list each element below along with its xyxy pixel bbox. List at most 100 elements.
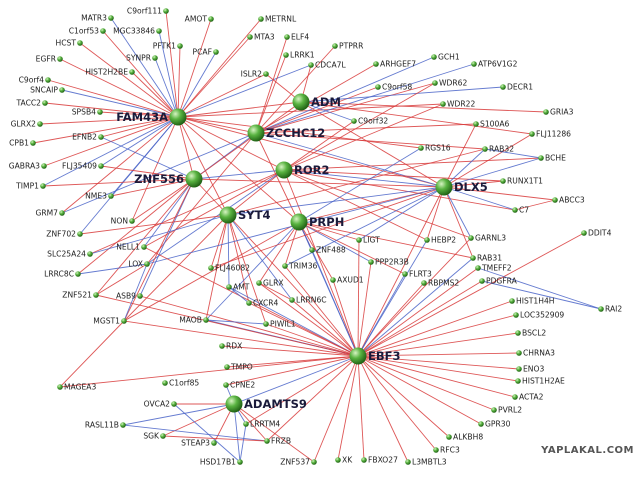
node-rfc3[interactable] [433,447,439,453]
node-mgc33846[interactable] [156,28,162,34]
node-c9orf111[interactable] [163,8,169,14]
node-hcst[interactable] [77,40,83,46]
node-nme3[interactable] [108,193,114,199]
node-cxcr4[interactable] [246,300,252,306]
node-rbpms2[interactable] [421,280,427,286]
node-lrrtm4[interactable] [243,421,249,427]
node-loc352909[interactable] [513,312,519,318]
hub-node-znf556[interactable] [185,170,203,188]
node-znf521[interactable] [93,292,99,298]
node-gabra3[interactable] [41,163,47,169]
node-steap3[interactable] [211,440,217,446]
node-non[interactable] [129,218,135,224]
node-piwil1[interactable] [263,321,269,327]
node-ppp2r3b[interactable] [368,259,374,265]
node-hist2h2be[interactable] [129,69,135,75]
hub-node-ror2[interactable] [275,161,293,179]
node-rdx[interactable] [219,343,225,349]
node-gpr30[interactable] [478,421,484,427]
node-c9orf58[interactable] [375,84,381,90]
node-atp6v1g2[interactable] [471,61,477,67]
node-synpr[interactable] [152,55,158,61]
node-metrnl[interactable] [258,16,264,22]
node-rab32[interactable] [482,146,488,152]
node-rab31[interactable] [470,255,476,261]
node-l3mbtl3[interactable] [405,459,411,465]
node-flj46082[interactable] [208,265,214,271]
node-tacc2[interactable] [42,100,48,106]
node-glrx[interactable] [256,280,262,286]
node-pvrl2[interactable] [491,407,497,413]
node-flj11286[interactable] [529,131,535,137]
node-nell1[interactable] [141,244,147,250]
node-magea3[interactable] [57,384,63,390]
node-cdca7l[interactable] [308,62,314,68]
node-tmpo[interactable] [224,364,230,370]
node-alkbh8[interactable] [446,434,452,440]
node-chrna3[interactable] [516,350,522,356]
node-ligt[interactable] [356,237,362,243]
node-decr1[interactable] [500,84,506,90]
hub-node-fam43a[interactable] [169,108,187,126]
node-wdr22[interactable] [440,101,446,107]
node-cpne2[interactable] [223,382,229,388]
node-xk[interactable] [335,457,341,463]
node-fbxo27[interactable] [361,457,367,463]
node-garnl3[interactable] [468,235,474,241]
node-amot[interactable] [208,16,214,22]
node-c1orf85[interactable] [162,380,168,386]
hub-node-ebf3[interactable] [349,347,367,365]
node-sgk[interactable] [160,433,166,439]
node-znf702[interactable] [77,231,83,237]
node-ovca2[interactable] [171,401,177,407]
node-hebp2[interactable] [424,237,430,243]
hub-node-prph[interactable] [290,213,308,231]
hub-node-adamts9[interactable] [225,395,243,413]
node-wdr62[interactable] [432,80,438,86]
node-lrrk1[interactable] [283,52,289,58]
node-znf537[interactable] [311,459,317,465]
node-gria3[interactable] [543,109,549,115]
node-flj35409[interactable] [98,163,104,169]
node-flrt3[interactable] [402,271,408,277]
node-arhgef7[interactable] [373,61,379,67]
node-rgs16[interactable] [418,145,424,151]
node-lrrn6c[interactable] [289,297,295,303]
node-lrrc8c[interactable] [75,271,81,277]
node-asb9[interactable] [137,293,143,299]
node-eno3[interactable] [516,366,522,372]
node-maob[interactable] [203,317,209,323]
node-c9orf4[interactable] [45,77,51,83]
node-glrx2[interactable] [37,121,43,127]
node-c1orf53[interactable] [100,28,106,34]
node-hist1h2ae[interactable] [515,378,521,384]
node-c9orf32[interactable] [351,118,357,124]
node-s100a6[interactable] [473,121,479,127]
node-amt[interactable] [226,284,232,290]
node-slc25a24[interactable] [87,251,93,257]
node-elf4[interactable] [284,34,290,40]
node-timp1[interactable] [40,183,46,189]
node-acta2[interactable] [512,394,518,400]
node-abcc3[interactable] [552,197,558,203]
node-hist1h4h[interactable] [509,298,515,304]
node-axud1[interactable] [330,277,336,283]
hub-node-dlx5[interactable] [435,178,453,196]
node-runx1t1[interactable] [500,178,506,184]
node-frzb[interactable] [264,438,270,444]
node-bscl2[interactable] [515,330,521,336]
node-c7[interactable] [512,207,518,213]
node-rasl11b[interactable] [120,422,126,428]
node-bche[interactable] [538,155,544,161]
node-tmeff2[interactable] [475,265,481,271]
node-hsd17b1[interactable] [237,459,243,465]
node-lox[interactable] [144,261,150,267]
node-islr2[interactable] [263,71,269,77]
node-cpb1[interactable] [30,140,36,146]
node-egfr[interactable] [57,56,63,62]
node-sncaip[interactable] [59,87,65,93]
node-grm7[interactable] [59,210,65,216]
node-efnb2[interactable] [98,134,104,140]
node-spsb4[interactable] [97,109,103,115]
node-pcaf[interactable] [213,49,219,55]
